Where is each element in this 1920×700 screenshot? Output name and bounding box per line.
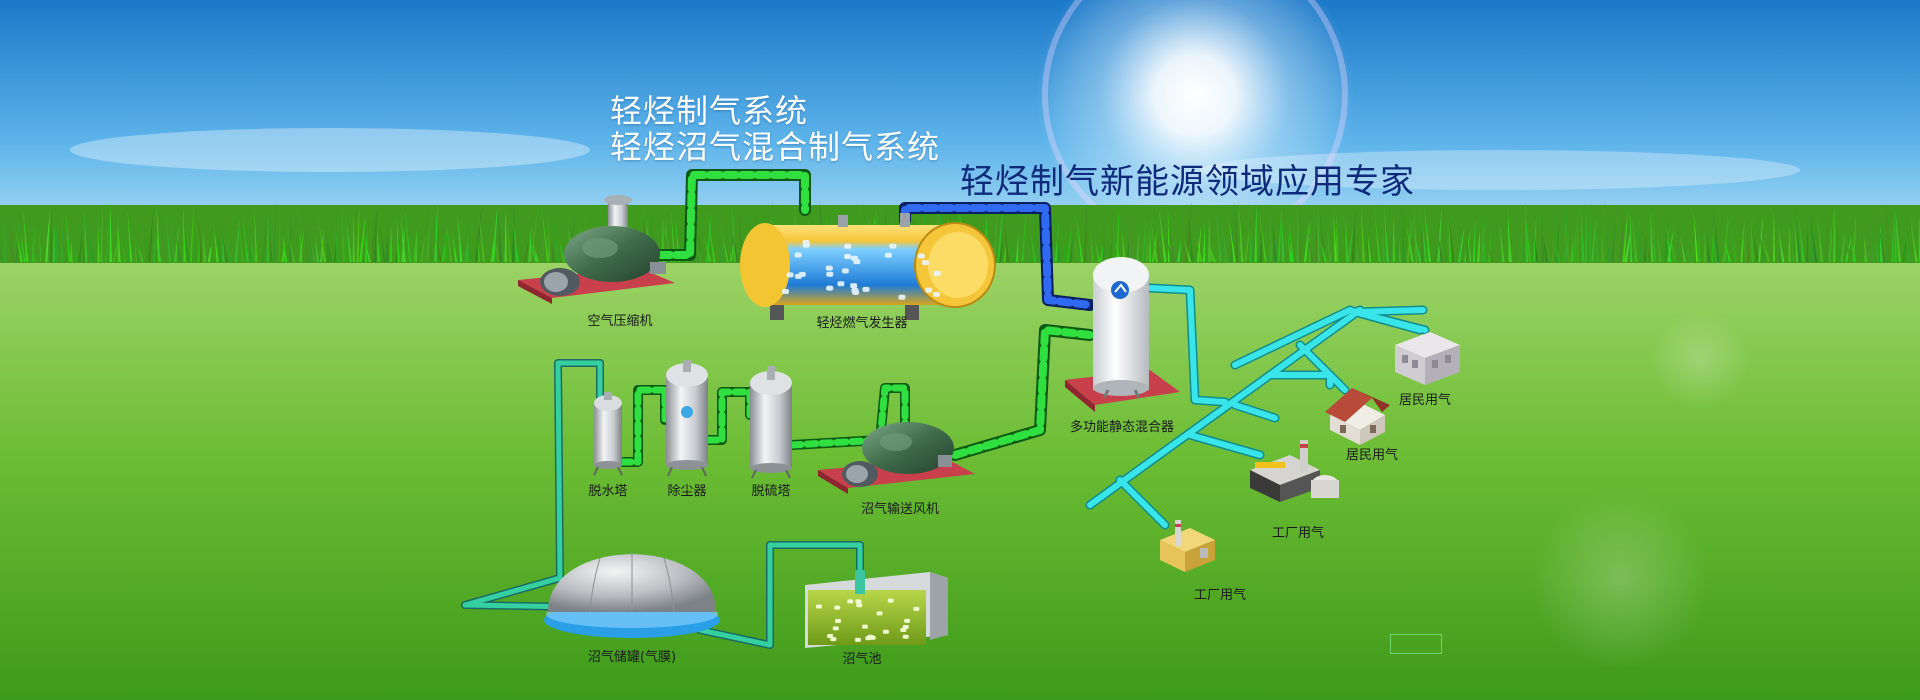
label-gas-generator: 轻烃燃气发生器 [816,316,908,331]
label-biogas-storage: 沼气储罐(气膜) [587,650,677,665]
pipe-desulf-blower-flow [788,384,909,449]
pipes [461,169,1430,649]
outline-box [1390,634,1442,654]
sun [1035,0,1355,255]
label-factory-2: 工厂用气 [1193,588,1247,603]
cloud [1200,150,1800,190]
bokeh [1530,490,1710,670]
residential-building-2 [1325,388,1390,445]
pipe-blower-mixer-flow [951,326,1094,459]
label-dust-remover: 除尘器 [667,484,707,499]
dust-remover [666,360,708,477]
pipe-generator-mixer-flow [901,204,1094,309]
label-factory-1: 工厂用气 [1271,526,1325,541]
pipe-compressor-generator-flow [656,171,809,259]
static-mixer [1065,257,1180,412]
headline-line-1: 轻烃制气系统 [610,92,809,130]
label-desulfurization-tower: 脱硫塔 [751,484,791,499]
label-biogas-pool: 沼气池 [842,652,882,667]
gas-generator-tank [740,213,996,320]
pipe-storage-feed-flow [462,360,603,610]
factory-building-1 [1250,440,1339,502]
label-residential-2: 居民用气 [1345,448,1399,463]
slogan: 轻烃制气新能源领域应用专家 [960,162,1415,202]
pipe-dehyd-dust-flow [618,386,669,466]
label-residential-1: 居民用气 [1398,393,1452,408]
desulfurization-tower [750,366,792,479]
cloud [70,128,590,172]
factory-building-2 [1160,520,1215,572]
biogas-blower [818,422,975,494]
grass-blades [0,200,1920,262]
bokeh [1650,310,1750,410]
label-dehydration-tower: 脱水塔 [588,484,628,499]
pipe-storage-pool-flow [697,542,863,648]
dehydration-tower [593,392,623,476]
headline-line-2: 轻烃沼气混合制气系统 [610,128,941,166]
label-air-compressor: 空气压缩机 [587,314,653,329]
label-static-mixer: 多功能静态混合器 [1069,420,1175,435]
air-compressor [518,195,675,304]
label-biogas-blower: 沼气输送风机 [860,502,940,517]
biogas-storage-dome [544,552,720,638]
biogas-pool [805,570,948,648]
residential-building-1 [1395,332,1460,385]
